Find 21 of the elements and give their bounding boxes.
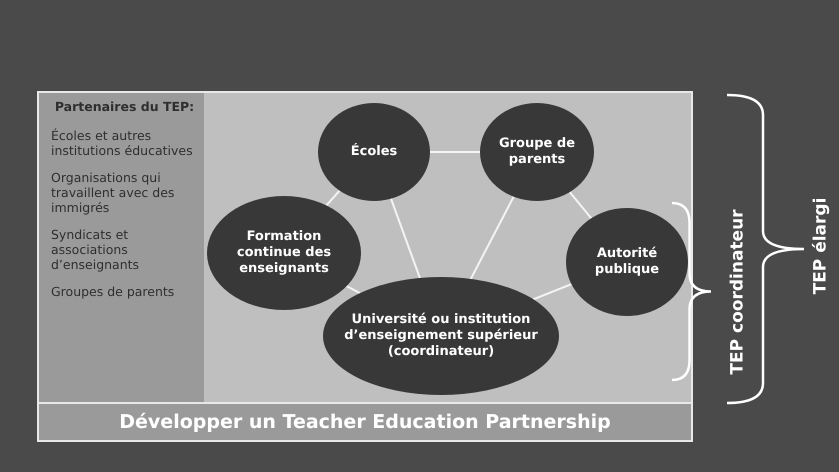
- panel-heading: Partenaires du TEP:: [54, 99, 196, 114]
- node-label: Formation continue des enseignants: [236, 228, 332, 278]
- connector-line: [346, 285, 360, 294]
- connector-line: [569, 191, 592, 219]
- group-label: TEP élargi: [810, 198, 830, 294]
- partner-item: Organisations qui travaillent avec des immigrés: [51, 170, 176, 215]
- connector-line: [532, 283, 572, 300]
- connector-line: [430, 151, 480, 153]
- connector-line: [390, 198, 421, 278]
- node-label: Université ou institution d’enseignement supérieur (coordinateur): [343, 312, 539, 360]
- connector-line: [470, 196, 515, 280]
- partners-panel: [39, 93, 204, 402]
- partner-item: Écoles et autres institutions éducatives: [51, 128, 194, 158]
- node-label: Écoles: [350, 144, 398, 160]
- group-label: TEP coordinateur: [727, 209, 748, 375]
- partner-item: Syndicats et associations d’enseignants: [51, 227, 140, 272]
- title-bar: Développer un Teacher Education Partnership: [37, 402, 693, 442]
- connector-line: [326, 190, 340, 206]
- node-label: Autorité publique: [594, 246, 660, 278]
- partner-item: Groupes de parents: [51, 284, 176, 299]
- node-label: Groupe de parents: [498, 136, 576, 168]
